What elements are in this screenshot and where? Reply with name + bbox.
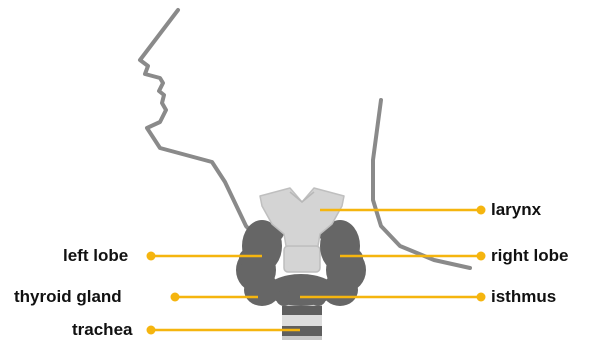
label-thyroid-gland: thyroid gland	[14, 287, 122, 307]
pointer-dot-right-lobe	[477, 252, 486, 261]
cricoid-cartilage	[284, 246, 320, 272]
pointer-dot-trachea	[147, 326, 156, 335]
label-right-lobe: right lobe	[491, 246, 568, 266]
label-trachea: trachea	[72, 320, 132, 340]
pointer-dot-larynx	[477, 206, 486, 215]
label-left-lobe: left lobe	[63, 246, 128, 266]
pointer-dot-left-lobe	[147, 252, 156, 261]
pointer-dot-thyroid-gland	[171, 293, 180, 302]
label-larynx: larynx	[491, 200, 541, 220]
label-isthmus: isthmus	[491, 287, 556, 307]
neck-profile-outline	[140, 10, 262, 244]
pointer-dot-isthmus	[477, 293, 486, 302]
neck-back-outline	[373, 100, 470, 268]
